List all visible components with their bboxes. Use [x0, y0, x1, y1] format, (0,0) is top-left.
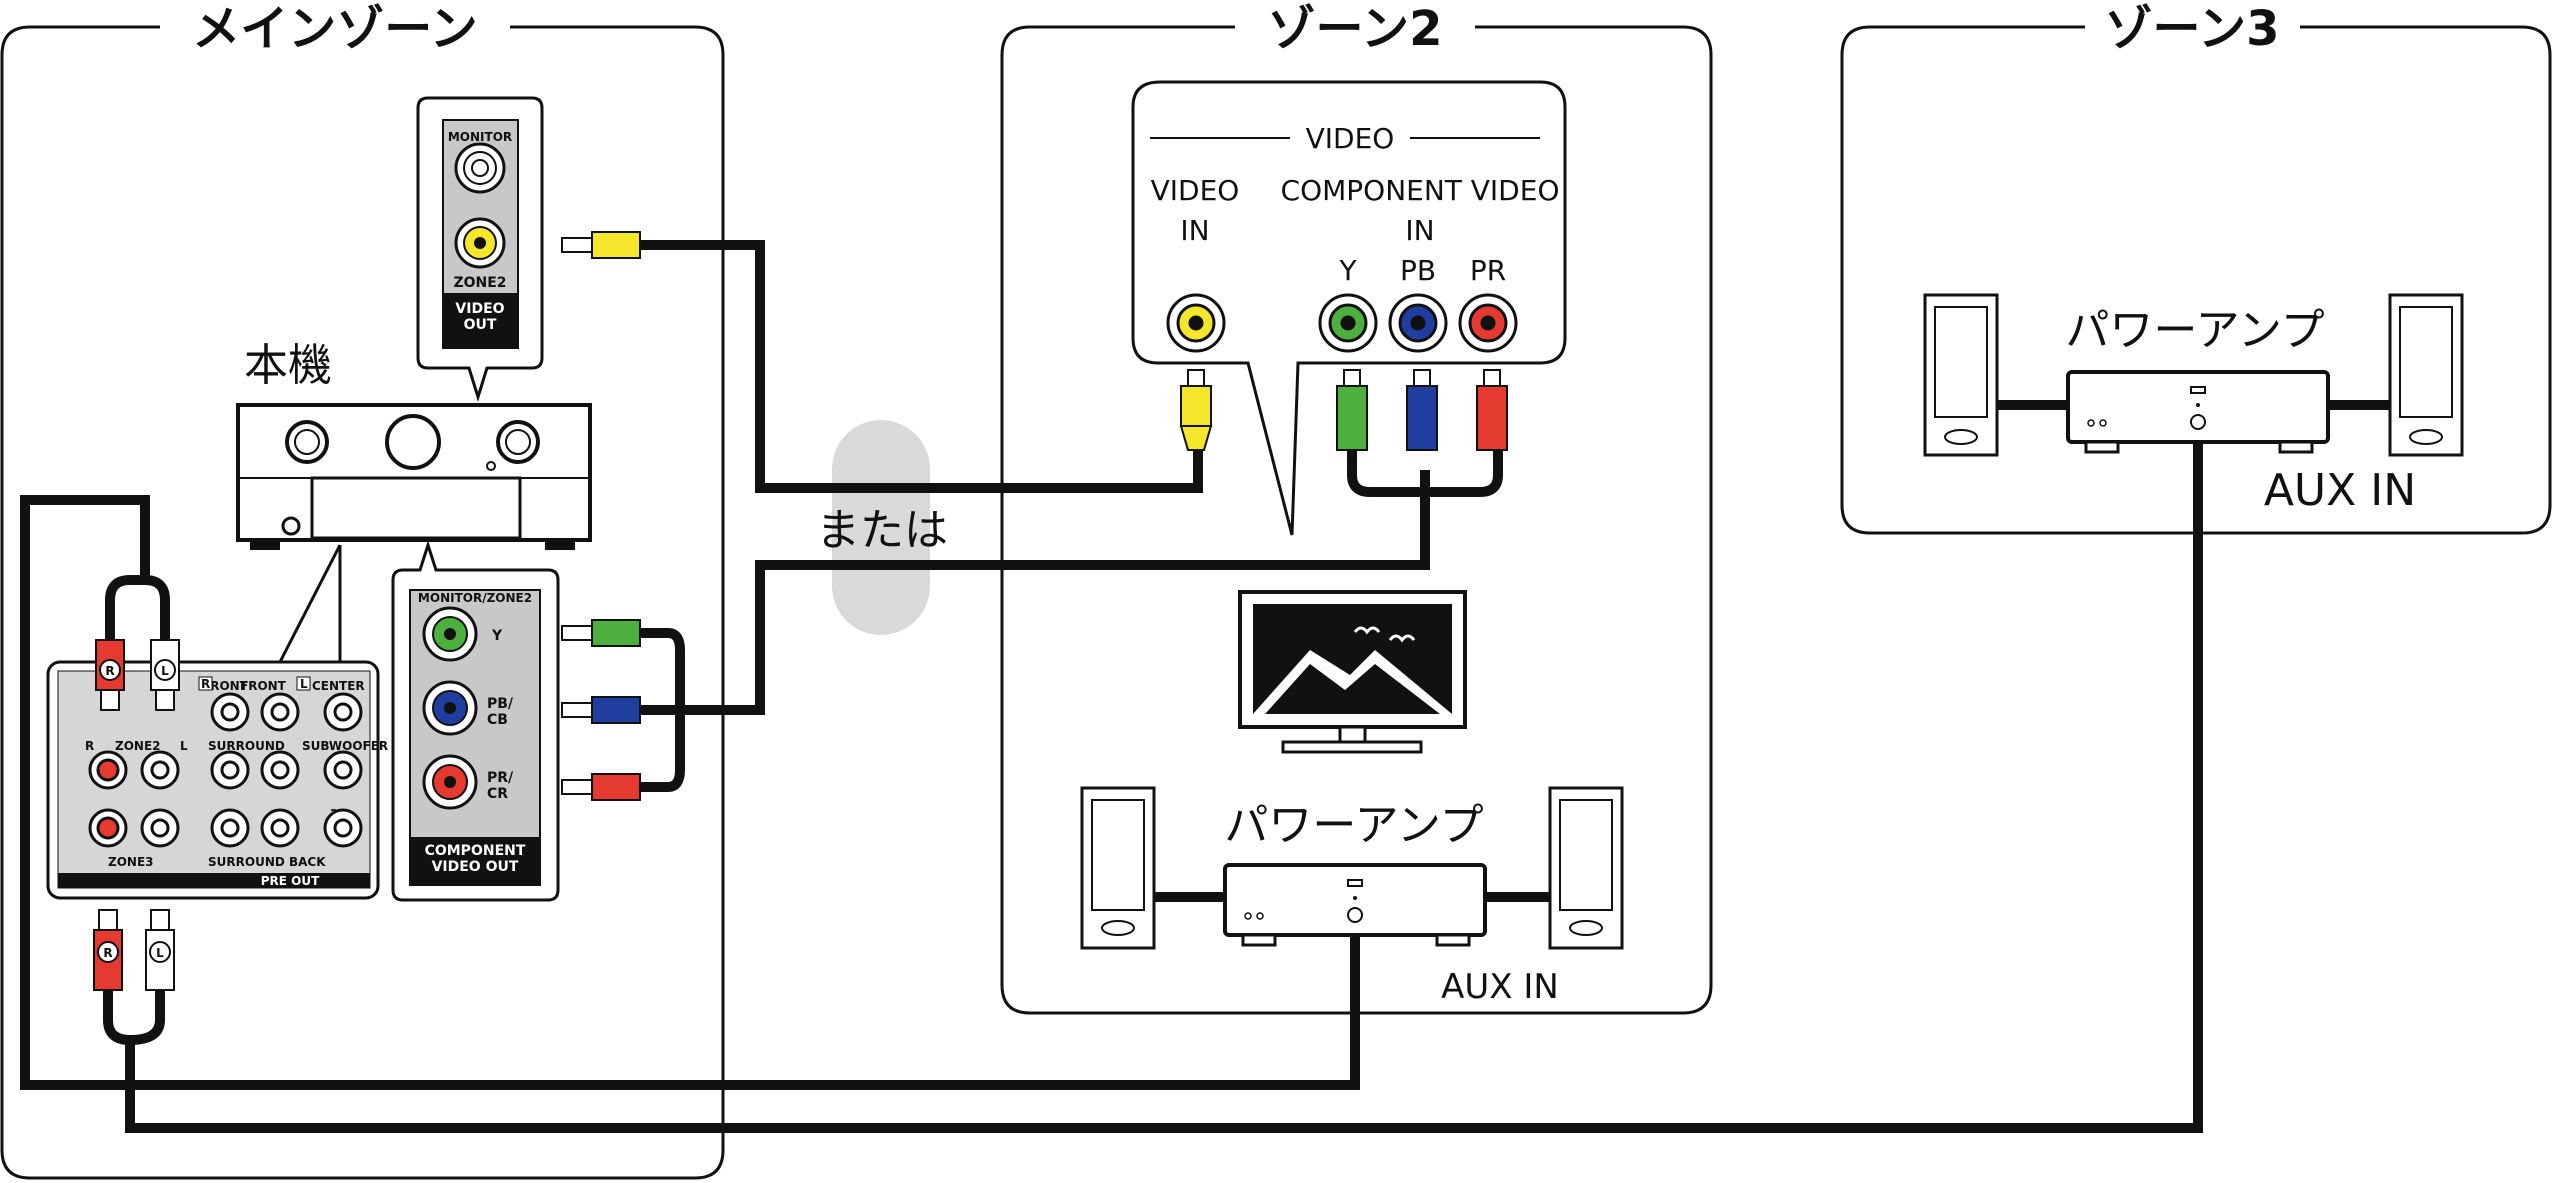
tv-video-title: VIDEO — [1306, 122, 1395, 155]
component-panel-bottom-1: COMPONENT — [425, 843, 526, 859]
tv-video-in-2: IN — [1180, 214, 1209, 247]
zone3-title: ゾーン3 — [2105, 1, 2280, 57]
preout-front-label: FRONT — [240, 679, 287, 693]
component-cable — [640, 470, 1430, 715]
component-panel-y: Y — [491, 628, 503, 644]
main-unit — [236, 403, 592, 550]
zone3-speaker-left — [1923, 293, 1999, 457]
zone3-aux-in: AUX IN — [2264, 465, 2416, 516]
preout-panel-callout: PRE OUT FRONT R FRONT L CENTER R ZONE2 L… — [46, 544, 388, 900]
preout-front: FRONT — [202, 679, 249, 693]
plug-l-bottom: L — [156, 946, 164, 960]
plug-r-bottom: R — [103, 946, 112, 960]
component-plugs-receiver — [561, 619, 641, 801]
main-zone-frame: メインゾーン — [0, 1, 725, 1180]
zone2-power-amp — [1223, 863, 1487, 947]
zone2-speaker-left — [1080, 786, 1156, 950]
preout-surround: SURROUND — [208, 739, 285, 753]
zone3-amp-label: パワーアンプ — [2065, 305, 2324, 356]
or-badge — [832, 420, 930, 635]
zone2-audio-cable — [20, 495, 1360, 1090]
tv-pr-label: PR — [1470, 254, 1506, 287]
zone2-amp-label: パワーアンプ — [1224, 800, 1483, 851]
zone3-audio-cable — [125, 430, 2203, 1133]
tv-input-callout: VIDEO VIDEO IN COMPONENT VIDEO IN Y PB P… — [1131, 80, 1567, 536]
zone3-power-amp — [2066, 370, 2330, 454]
preout-front-r: R — [201, 677, 210, 691]
composite-cable — [640, 240, 1203, 493]
preout-surround-back: SURROUND BACK — [208, 855, 326, 869]
or-label: または — [816, 505, 948, 556]
tv-component-in-1: COMPONENT VIDEO — [1281, 174, 1560, 207]
cables — [20, 240, 2395, 1133]
preout-subwoofer: SUBWOOFER — [302, 739, 388, 753]
component-panel-top: MONITOR/ZONE2 — [418, 591, 532, 605]
composite-plug-receiver — [561, 231, 641, 259]
zone3-audio-plugs: R L — [93, 909, 175, 991]
component-panel-cr: CR — [487, 786, 508, 802]
zone2-audio-plugs: R L — [95, 639, 180, 711]
preout-zone2: ZONE2 — [115, 739, 161, 753]
main-unit-label: 本機 — [244, 340, 332, 391]
zone2-aux-in: AUX IN — [1441, 967, 1559, 1007]
tv — [1238, 590, 1467, 754]
component-panel-bottom-2: VIDEO OUT — [432, 859, 519, 875]
preout-zone3: ZONE3 — [108, 855, 154, 869]
plug-r-top: R — [105, 664, 114, 678]
preout-label: PRE OUT — [261, 874, 320, 888]
tv-video-in-1: VIDEO — [1151, 174, 1240, 207]
component-out-callout: MONITOR/ZONE2 Y PB/ CB PR/ CR COMPONENT … — [391, 540, 560, 902]
preout-zone2-r: R — [85, 739, 94, 753]
component-panel-pr: PR/ — [487, 770, 514, 786]
main-zone-title: メインゾーン — [192, 1, 478, 57]
monitor-out-callout: MONITOR ZONE2 VIDEO OUT — [416, 96, 544, 403]
preout-center: CENTER — [312, 679, 365, 693]
tv-plugs — [1179, 369, 1508, 451]
tv-pb-label: PB — [1400, 254, 1436, 287]
volume-knob — [385, 414, 441, 470]
component-panel-pb: PB/ — [487, 696, 514, 712]
zone3-speaker-right — [2388, 293, 2464, 457]
plug-l-top: L — [161, 664, 169, 678]
zone2-title: ゾーン2 — [1268, 1, 1443, 57]
tv-component-in-2: IN — [1405, 214, 1434, 247]
tv-y-label: Y — [1338, 254, 1357, 287]
monitor-panel-bottom-2: OUT — [464, 317, 497, 333]
monitor-panel-bottom-1: VIDEO — [455, 301, 504, 317]
monitor-panel-top: MONITOR — [448, 130, 512, 144]
preout-zone2-l: L — [180, 739, 188, 753]
preout-front-l: L — [300, 677, 308, 691]
zone2-speaker-right — [1548, 786, 1624, 950]
monitor-panel-zone: ZONE2 — [453, 275, 506, 291]
component-panel-cb: CB — [487, 712, 508, 728]
